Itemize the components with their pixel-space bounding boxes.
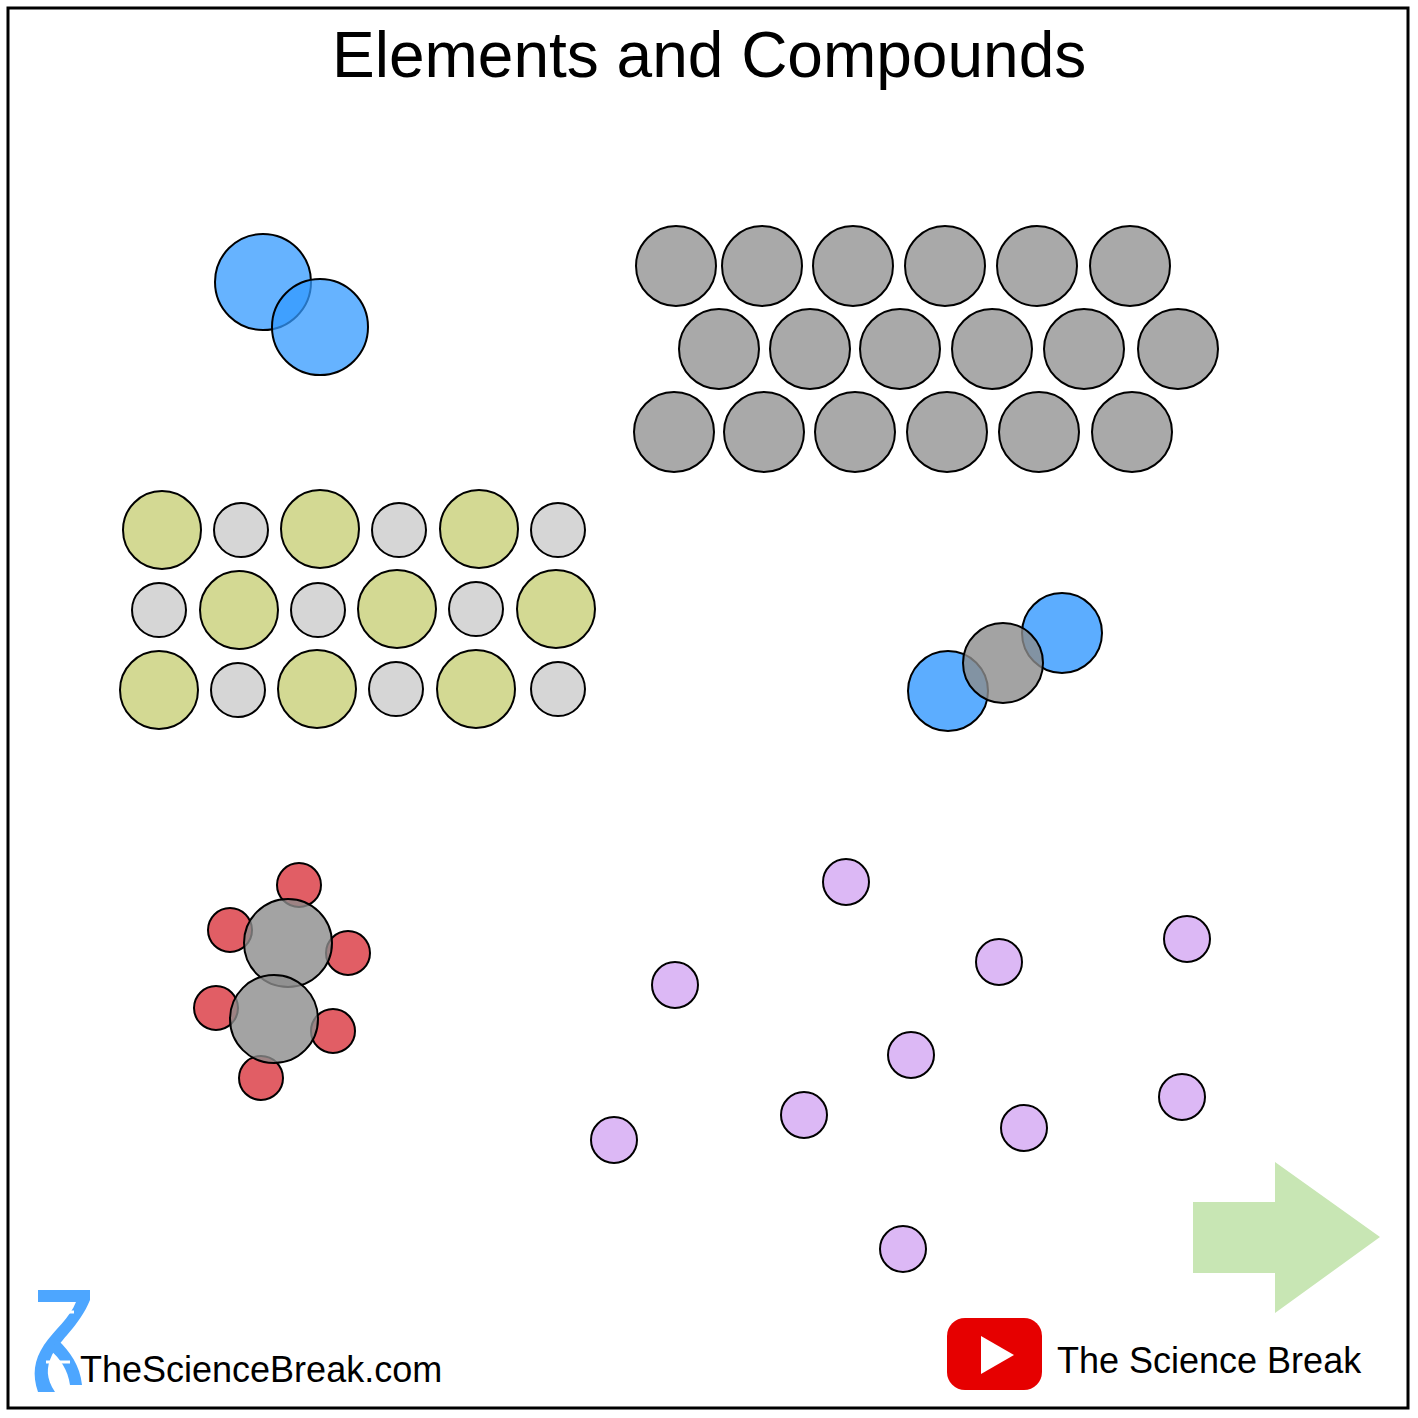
youtube-logo <box>947 1318 1042 1390</box>
diagram-title: Elements and Compounds <box>332 20 1086 90</box>
metal-lattice <box>634 226 1218 472</box>
gas-atoms <box>591 859 1210 1272</box>
channel-label: The Science Break <box>1057 1341 1361 1381</box>
carbon-dioxide-molecule <box>908 593 1102 731</box>
website-label: TheScienceBreak.com <box>80 1350 442 1390</box>
ethane-molecule <box>194 863 370 1100</box>
frame <box>8 8 1408 1408</box>
next-arrow <box>1193 1162 1380 1313</box>
ionic-lattice <box>120 490 595 729</box>
oxygen-molecule <box>215 234 368 375</box>
